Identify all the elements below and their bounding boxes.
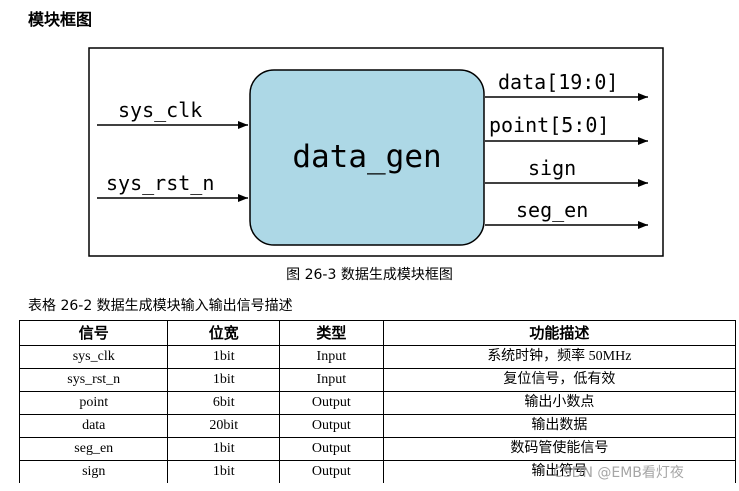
header-width: 位宽 (167, 320, 281, 346)
cell-type: Output (279, 391, 384, 415)
cell-description: 输出小数点 (382, 391, 737, 415)
table-title: 表格 26-2 数据生成模块输入输出信号描述 (28, 298, 293, 314)
cell-description: 输出符号 (382, 460, 737, 483)
table-row: sign 1bit Output 输出符号 (18, 460, 737, 483)
output-label-data: data[19:0] (498, 70, 618, 94)
input-label-sys-clk: sys_clk (118, 98, 202, 122)
diagram-frame (88, 47, 664, 257)
cell-signal: point (18, 391, 169, 415)
figure-caption: 图 26-3 数据生成模块框图 (286, 267, 453, 283)
cell-type: Input (279, 345, 384, 369)
cell-description: 复位信号，低有效 (382, 368, 737, 392)
table-row: sys_rst_n 1bit Input 复位信号，低有效 (18, 368, 737, 392)
cell-type: Output (279, 460, 384, 483)
cell-signal: seg_en (18, 437, 169, 461)
signal-table: 信号 位宽 类型 功能描述 sys_clk 1bit Input 系统时钟，频率… (18, 320, 737, 483)
cell-signal: data (18, 414, 169, 438)
table-row: sys_clk 1bit Input 系统时钟，频率 50MHz (18, 345, 737, 369)
output-label-seg-en: seg_en (516, 198, 588, 222)
cell-width: 1bit (167, 345, 281, 369)
table-header-row: 信号 位宽 类型 功能描述 (18, 320, 737, 346)
output-label-point: point[5:0] (489, 113, 609, 137)
section-heading: 模块框图 (28, 10, 93, 29)
cell-width: 1bit (167, 368, 281, 392)
cell-signal: sys_clk (18, 345, 169, 369)
cell-width: 1bit (167, 460, 281, 483)
watermark: CSDN @EMB看灯夜 (553, 465, 684, 481)
output-label-sign: sign (528, 156, 576, 180)
cell-signal: sign (18, 460, 169, 483)
header-signal: 信号 (18, 320, 169, 346)
cell-width: 6bit (167, 391, 281, 415)
table-row: data 20bit Output 输出数据 (18, 414, 737, 438)
cell-description: 系统时钟，频率 50MHz (382, 345, 737, 369)
module-name: data_gen (292, 139, 441, 175)
module-box (249, 69, 485, 246)
cell-signal: sys_rst_n (18, 368, 169, 392)
input-label-sys-rst-n: sys_rst_n (106, 171, 214, 195)
cell-width: 1bit (167, 437, 281, 461)
cell-type: Output (279, 414, 384, 438)
header-type: 类型 (279, 320, 384, 346)
table-row: point 6bit Output 输出小数点 (18, 391, 737, 415)
cell-description: 输出数据 (382, 414, 737, 438)
cell-width: 20bit (167, 414, 281, 438)
cell-type: Input (279, 368, 384, 392)
header-description: 功能描述 (382, 320, 737, 346)
module-block-diagram: data_gen sys_clk sys_rst_n data[19:0] po… (88, 47, 664, 257)
cell-type: Output (279, 437, 384, 461)
cell-description: 数码管使能信号 (382, 437, 737, 461)
table-row: seg_en 1bit Output 数码管使能信号 (18, 437, 737, 461)
